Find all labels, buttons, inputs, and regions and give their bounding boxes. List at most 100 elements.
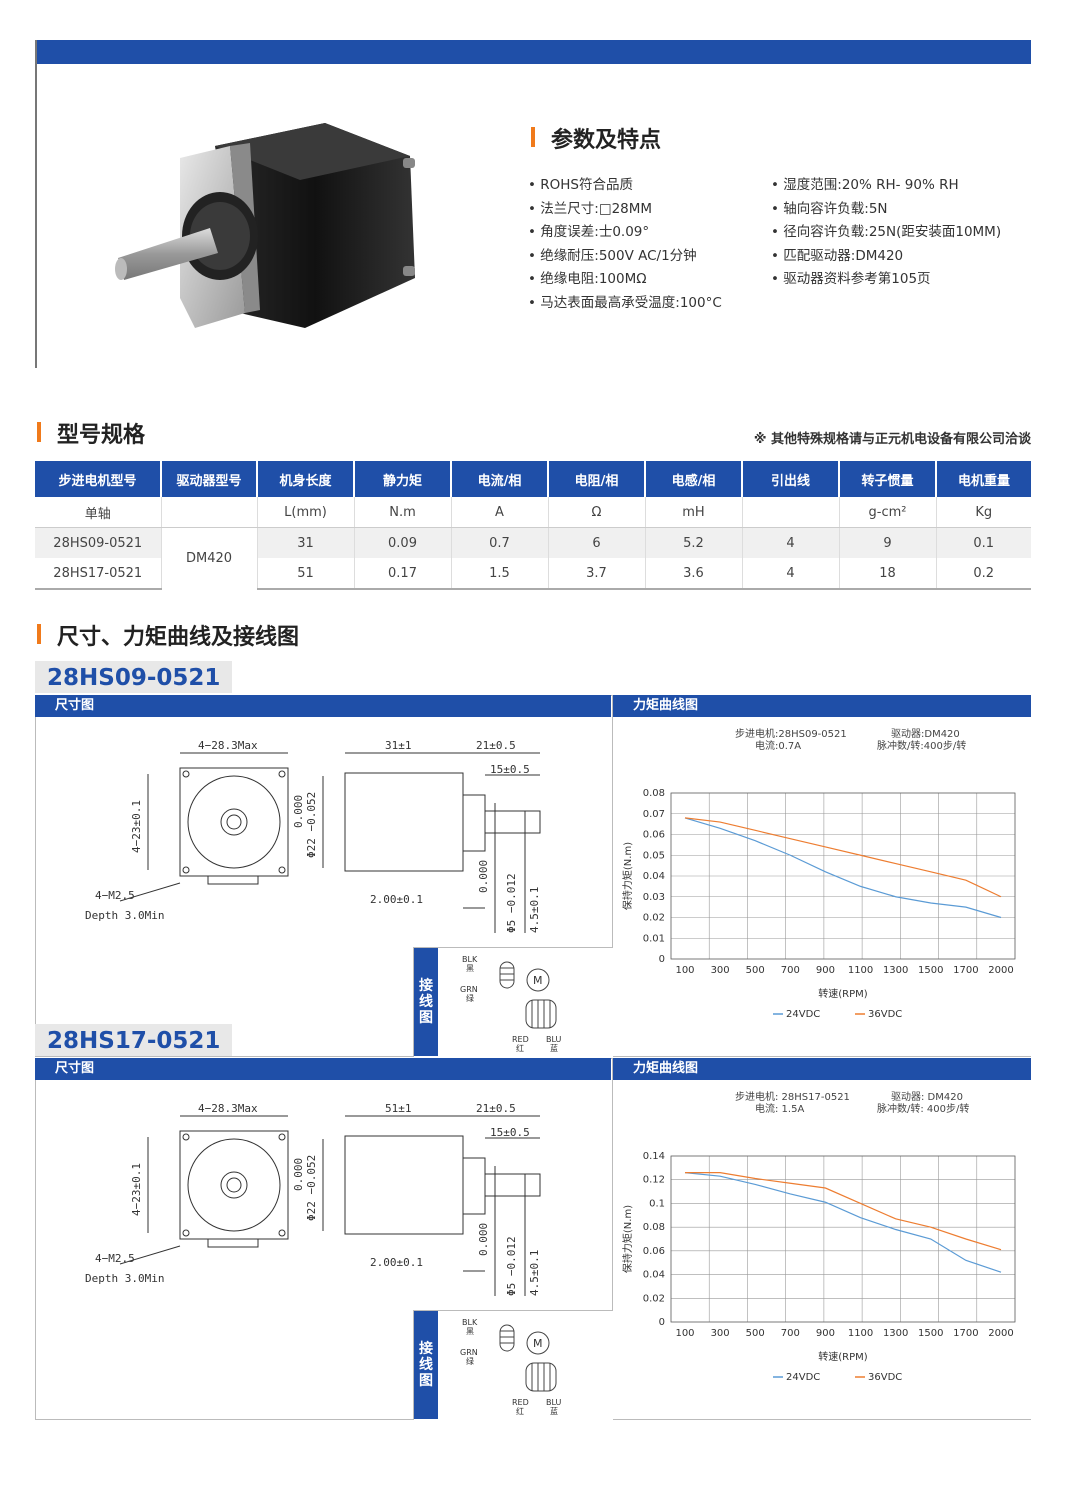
table-cell: 0.17 <box>354 558 452 590</box>
table-cell: L(mm) <box>257 497 355 528</box>
x-tick-label: 300 <box>711 965 730 976</box>
x-tick-label: 700 <box>781 1328 800 1339</box>
column-header: 电感/相 <box>645 461 743 497</box>
column-header: 引出线 <box>742 461 840 497</box>
column-header: 电机重量 <box>936 461 1031 497</box>
y-tick-label: 0.04 <box>643 871 665 882</box>
dimension-drawing: 4−28.3Max 4−23±0.1 Φ22 −0.052 0.000 4−M2… <box>40 1086 610 1308</box>
table-cell: N.m <box>354 497 452 528</box>
motor-symbol-label: M <box>533 1337 543 1350</box>
y-axis-label: 保持力矩(N.m) <box>621 842 634 910</box>
wiring-label: 接线图 <box>414 948 438 1056</box>
plot-frame <box>670 792 1016 960</box>
chart-info-motor: 步进电机: 28HS17-0521 <box>735 1090 850 1103</box>
legend-label: 36VDC <box>868 1372 902 1383</box>
x-tick-label: 100 <box>675 1328 694 1339</box>
wiring-diagram: 接线图 BLK 黑 GRN 绿 M RED 红 BLU 蓝 <box>413 1310 613 1420</box>
dimension-header: 尺寸图 <box>35 695 611 717</box>
dim-shaft-label: 21±0.5 <box>476 1102 516 1115</box>
dim-length-label: 51±1 <box>385 1102 412 1115</box>
table-cell: 4 <box>742 527 840 558</box>
table-cell <box>161 497 258 528</box>
series-line-36VDC <box>684 817 1002 898</box>
feature-item: • 湿度范围:20% RH- 90% RH <box>771 177 959 193</box>
chart-info-current: 电流: 1.5A <box>755 1102 804 1115</box>
features-right-list: • 湿度范围:20% RH- 90% RH • 轴向容许负载:5N • 径向容许… <box>771 174 1001 292</box>
table-cell: 0.09 <box>354 527 452 558</box>
wire-grn-cn-label: 绿 <box>466 994 474 1003</box>
table-cell: mH <box>645 497 743 528</box>
y-tick-label: 0 <box>659 954 665 965</box>
dim-dcut-label: 4.5±0.1 <box>528 1250 541 1296</box>
dim-flat-label: 15±0.5 <box>490 1126 530 1139</box>
dim-boss-label: 2.00±0.1 <box>370 893 423 906</box>
table-cell <box>742 497 840 528</box>
chart-info-driver: 驱动器:DM420 <box>891 728 960 740</box>
dim-shaft-dia-label: Φ5 −0.012 <box>505 873 518 933</box>
y-tick-label: 0.03 <box>643 892 665 903</box>
model-name-tab: 28HS09-0521 <box>35 661 233 693</box>
table-cell: 0.1 <box>936 527 1031 558</box>
wire-grn-cn-label: 绿 <box>466 1357 474 1366</box>
motor-image <box>110 118 430 338</box>
y-tick-label: 0.02 <box>643 1293 665 1304</box>
x-tick-label: 100 <box>675 965 694 976</box>
section-marker <box>37 422 41 442</box>
feature-item: • 法兰尺寸:□28MM <box>528 200 653 217</box>
section-marker <box>37 624 41 644</box>
table-cell: A <box>451 497 549 528</box>
table-cell: 0.7 <box>451 527 549 558</box>
feature-item: • ROHS符合品质 <box>528 177 633 193</box>
table-cell: 9 <box>839 527 937 558</box>
x-tick-label: 1100 <box>848 965 873 976</box>
dim-boss-label: 2.00±0.1 <box>370 1256 423 1269</box>
wire-red-label: RED <box>512 1398 529 1407</box>
model-name-tab: 28HS17-0521 <box>35 1024 233 1056</box>
series-line-24VDC <box>684 817 1002 919</box>
y-tick-label: 0.04 <box>643 1270 665 1281</box>
wire-blu-label: BLU <box>546 1035 562 1044</box>
y-tick-label: 0 <box>659 1317 665 1328</box>
wire-blk-label: BLK <box>462 955 478 964</box>
section-marker <box>531 127 535 147</box>
table-cell: 3.6 <box>645 558 743 590</box>
wire-blk-cn-label: 黑 <box>466 964 474 973</box>
dim-shaft-tol-label: 0.000 <box>477 1223 490 1256</box>
x-tick-label: 1500 <box>918 1328 943 1339</box>
dimension-drawing: 4−28.3Max 4−23±0.1 Φ22 −0.052 0.000 4−M2… <box>40 723 610 945</box>
spec-table: 步进电机型号 驱动器型号 机身长度 静力矩 电流/相 电阻/相 电感/相 引出线… <box>35 461 1031 590</box>
wire-grn-label: GRN <box>460 985 478 994</box>
table-cell: 5.2 <box>645 527 743 558</box>
table-cell: 31 <box>257 527 355 558</box>
spec-title: 型号规格 <box>57 423 146 448</box>
x-tick-label: 1300 <box>883 965 908 976</box>
feature-item: • 角度误差:士0.09° <box>528 224 650 240</box>
features-left-list: • ROHS符合品质 • 法兰尺寸:□28MM • 角度误差:士0.09° • … <box>528 174 722 315</box>
chart-info-driver: 驱动器: DM420 <box>891 1091 963 1103</box>
features-title: 参数及特点 <box>551 128 662 153</box>
column-header: 驱动器型号 <box>161 461 258 497</box>
series-line-24VDC <box>684 1172 1002 1273</box>
wire-blu-label: BLU <box>546 1398 562 1407</box>
wiring-label: 接线图 <box>414 1311 438 1419</box>
dim-screw-label: 4−M2.5 <box>95 1252 135 1265</box>
y-axis-label: 保持力矩(N.m) <box>621 1205 634 1273</box>
table-cell: Ω <box>548 497 646 528</box>
x-tick-label: 500 <box>746 965 765 976</box>
chart-info-pulses: 脉冲数/转:400步/转 <box>877 739 966 752</box>
x-tick-label: 500 <box>746 1328 765 1339</box>
table-cell: DM420 <box>161 527 258 589</box>
table-cell: 1.5 <box>451 558 549 590</box>
wiring-diagram: 接线图 BLK 黑 GRN 绿 M RED 红 BLU 蓝 <box>413 947 613 1057</box>
y-tick-label: 0.06 <box>643 1246 665 1257</box>
x-tick-label: 900 <box>816 965 835 976</box>
dim-shaft-dia-label: Φ5 −0.012 <box>505 1236 518 1296</box>
dim-depth-label: Depth 3.0Min <box>85 1272 164 1285</box>
plot-frame <box>670 1155 1016 1323</box>
wire-red-cn-label: 红 <box>516 1406 524 1416</box>
wire-blk-label: BLK <box>462 1318 478 1327</box>
curve-header: 力矩曲线图 <box>613 695 1031 717</box>
column-header: 转子惯量 <box>839 461 937 497</box>
y-tick-label: 0.08 <box>643 1222 665 1233</box>
